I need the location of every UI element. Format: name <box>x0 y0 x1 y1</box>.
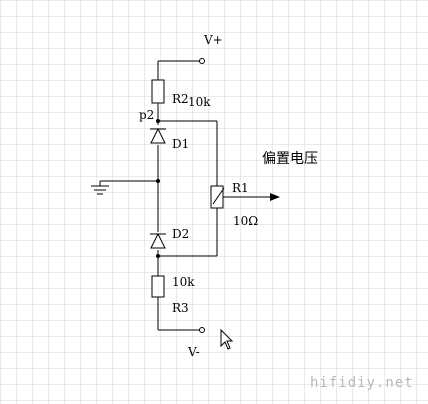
junctions <box>156 119 160 258</box>
r2-value-label: 10k <box>188 95 211 109</box>
junction-p2 <box>156 119 160 123</box>
vminus-terminal <box>199 327 205 333</box>
ground-icon <box>91 185 109 195</box>
potentiometer-r1-slash <box>212 187 225 205</box>
watermark: hifidiy.net <box>310 375 414 391</box>
r3-name-label: R3 <box>172 301 189 315</box>
wires <box>99 60 270 331</box>
output-label: 偏置电压 <box>262 151 318 167</box>
resistor-r3 <box>151 275 165 298</box>
p2-label: p2 <box>139 108 154 122</box>
d1-label: D1 <box>172 137 189 151</box>
d2-label: D2 <box>172 227 189 241</box>
vminus-label: V- <box>187 345 200 359</box>
diode-d1-triangle <box>150 127 166 144</box>
resistor-r2 <box>151 79 165 104</box>
diode-d2 <box>150 232 166 249</box>
output-arrow-icon <box>270 193 280 201</box>
potentiometer-r1 <box>210 185 224 209</box>
vplus-terminal <box>199 58 205 64</box>
r2-name-label: R2 <box>172 92 189 106</box>
junction-bottom <box>156 254 160 258</box>
r1-value-label: 10Ω <box>233 214 258 228</box>
vplus-label: V+ <box>203 33 223 47</box>
diode-d2-triangle <box>150 232 166 249</box>
r1-name-label: R1 <box>232 181 249 195</box>
mouse-cursor-icon <box>220 328 234 350</box>
junction-ground <box>156 179 160 183</box>
diode-d1 <box>150 127 166 144</box>
r3-value-label: 10k <box>172 275 195 289</box>
